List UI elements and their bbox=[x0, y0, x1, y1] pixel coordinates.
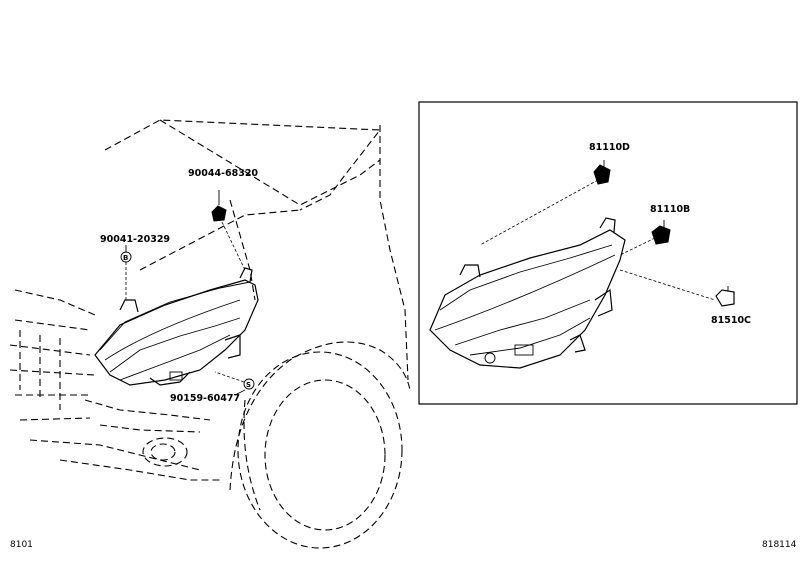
leader-81110B bbox=[619, 237, 656, 256]
vehicle-body-outline bbox=[9, 119, 411, 549]
bulb-81110D-icon[interactable] bbox=[593, 160, 611, 185]
marker-s-icon[interactable]: S bbox=[243, 378, 255, 390]
label-90044-68320[interactable]: 90044-68320 bbox=[188, 168, 258, 179]
clip-90044-icon[interactable] bbox=[211, 190, 227, 222]
leader-81110D bbox=[479, 179, 599, 246]
marker-s-text: S bbox=[246, 381, 251, 389]
leader-81510C bbox=[619, 269, 716, 301]
bulb-81510C-icon[interactable] bbox=[715, 286, 735, 307]
label-90041-20329[interactable]: 90041-20329 bbox=[100, 234, 170, 245]
leader-90159 bbox=[214, 371, 245, 383]
marker-b-icon[interactable]: B bbox=[120, 251, 132, 263]
detail-headlamp bbox=[429, 217, 626, 369]
label-81110D[interactable]: 81110D bbox=[589, 142, 630, 153]
label-90159-60477[interactable]: 90159-60477 bbox=[170, 393, 240, 404]
label-81110B[interactable]: 81110B bbox=[650, 204, 690, 215]
bulb-81110B-icon[interactable] bbox=[651, 220, 671, 245]
label-81510C[interactable]: 81510C bbox=[711, 315, 751, 326]
marker-b-text: B bbox=[123, 254, 128, 262]
leader-90044 bbox=[221, 221, 246, 271]
detail-frame bbox=[418, 101, 798, 405]
headlamp-assembly bbox=[94, 267, 259, 386]
footer-left-code: 8101 bbox=[10, 540, 33, 550]
footer-right-code: 818114 bbox=[762, 540, 797, 550]
leader-90159-text bbox=[234, 389, 246, 396]
